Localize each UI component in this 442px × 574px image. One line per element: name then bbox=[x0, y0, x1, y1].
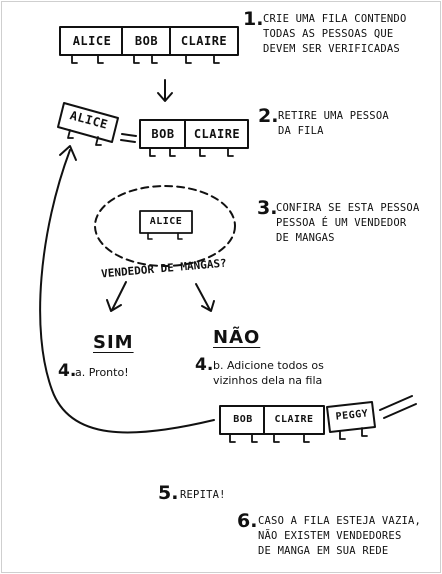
check-person-label: ALICE bbox=[149, 216, 183, 227]
step-6-number: 6. bbox=[237, 510, 258, 532]
removed-alice-box bbox=[57, 102, 119, 146]
queue-1-item-bob: BOB bbox=[134, 34, 159, 48]
queue-1-boxes bbox=[59, 26, 239, 64]
queue-3-boxes bbox=[219, 395, 417, 443]
step-5-number: 5. bbox=[158, 482, 179, 504]
step-3-number: 3. bbox=[257, 197, 278, 219]
step-1-number: 1. bbox=[243, 8, 264, 30]
step-1-text: CRIE UMA FILA CONTENDO TODAS AS PESSOAS … bbox=[263, 13, 407, 55]
no-label: NÃO bbox=[213, 327, 261, 348]
queue-3-frame bbox=[219, 405, 325, 435]
step-2-text: RETIRE UMA PESSOA DA FILA bbox=[278, 110, 389, 137]
arrow-to-yes bbox=[106, 281, 127, 312]
queue-1-frame bbox=[59, 26, 239, 56]
check-person-circle bbox=[94, 185, 236, 267]
step-2-number: 2. bbox=[258, 105, 279, 127]
equals-sign bbox=[120, 133, 137, 143]
step-5-text: REPITA! bbox=[180, 489, 226, 501]
arrow-down-1 bbox=[157, 79, 173, 102]
step-6-text: CASO A FILA ESTEJA VAZIA, NÃO EXISTEM VE… bbox=[258, 515, 422, 557]
queue-1-legs bbox=[71, 54, 220, 64]
queue-3-item-claire: CLAIRE bbox=[274, 414, 314, 425]
step-4a-number: 4. bbox=[58, 361, 77, 381]
arrow-to-no bbox=[195, 283, 215, 312]
queue-2-boxes bbox=[139, 119, 249, 157]
queue-2-item-bob: BOB bbox=[151, 127, 175, 141]
queue-1-item-claire: CLAIRE bbox=[180, 34, 228, 48]
queue-1-item-alice: ALICE bbox=[72, 34, 112, 48]
motion-line bbox=[383, 403, 417, 419]
step-3-text: CONFIRA SE ESTA PESSOA PESSOA É UM VENDE… bbox=[276, 202, 420, 244]
step-4b-text: b. Adicione todos os vizinhos dela na fi… bbox=[213, 359, 324, 387]
step-4b-number: 4. bbox=[195, 355, 214, 375]
queue-2-item-claire: CLAIRE bbox=[193, 127, 241, 141]
yes-label: SIM bbox=[93, 332, 134, 353]
repeat-loop-arrow bbox=[39, 145, 215, 434]
step-4a-text: a. Pronto! bbox=[75, 366, 129, 379]
queue-3-item-bob: BOB bbox=[233, 414, 253, 425]
peggy-box bbox=[326, 401, 376, 433]
queue-2-frame bbox=[139, 119, 249, 149]
motion-line bbox=[379, 395, 413, 411]
